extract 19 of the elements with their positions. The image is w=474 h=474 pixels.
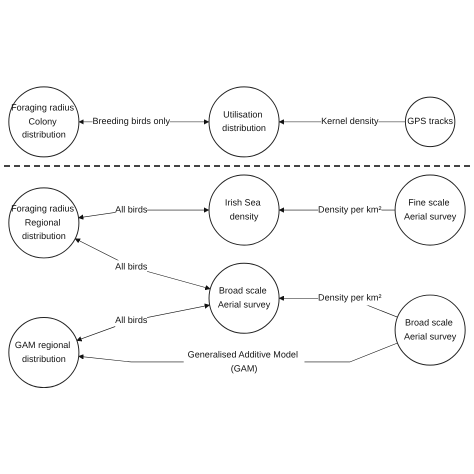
node-circle: Broad scale Aerial survey xyxy=(208,262,280,334)
edge-label: All birds xyxy=(115,314,148,326)
node-circle: Fine scale Aerial survey xyxy=(394,174,466,246)
node-circle: Utilisation distribution xyxy=(208,86,280,158)
edge-label: Breeding birds only xyxy=(92,116,170,126)
node-circle: GAM regional distribution xyxy=(8,316,80,388)
edge-label: Density per km² xyxy=(318,292,382,303)
edge-label: Kernel density xyxy=(321,116,378,126)
node-circle: Irish Sea density xyxy=(208,174,280,246)
edge-label: All birds xyxy=(115,261,148,272)
arrow xyxy=(74,238,210,290)
node-circle: Foraging radius Regional distribution xyxy=(8,187,80,258)
node-circle: Broad scale Aerial survey xyxy=(394,294,466,366)
node-circle: Foraging radius Colony distribution xyxy=(8,86,80,158)
edge-label: Density per km² xyxy=(318,204,382,215)
edge-label: All birds xyxy=(115,204,148,215)
arrow xyxy=(76,303,210,342)
edge-label: Generalised Additive Model (GAM) xyxy=(188,349,298,374)
node-circle: GPS tracks xyxy=(404,96,456,147)
